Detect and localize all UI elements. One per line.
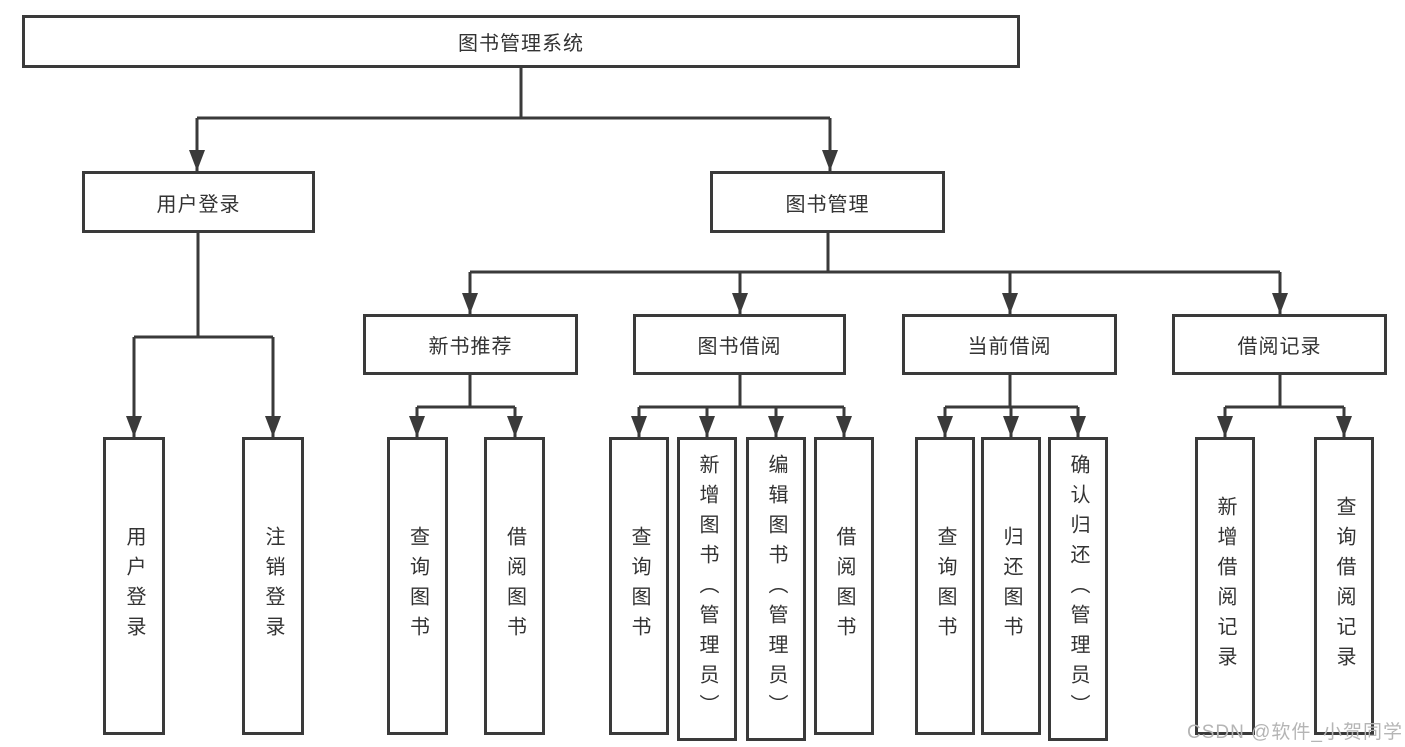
leaf-query-books-recommend-label: 查询图书 <box>406 526 429 646</box>
leaf-query-books-borrowing: 查询图书 <box>609 437 669 735</box>
leaf-add-book-admin-label: 新增图书（管理员） <box>696 454 718 724</box>
node-root: 图书管理系统 <box>22 15 1020 68</box>
node-borrowing-records: 借阅记录 <box>1172 314 1387 375</box>
leaf-user-login: 用户登录 <box>103 437 165 735</box>
leaf-add-borrow-record: 新增借阅记录 <box>1195 437 1255 735</box>
leaf-query-books-borrowing-label: 查询图书 <box>628 526 650 646</box>
leaf-borrow-books-borrowing: 借阅图书 <box>814 437 874 735</box>
node-root-label: 图书管理系统 <box>458 33 584 55</box>
node-current-borrowing: 当前借阅 <box>902 314 1117 375</box>
node-current-borrowing-label: 当前借阅 <box>967 336 1052 358</box>
node-borrowing-records-label: 借阅记录 <box>1237 336 1322 358</box>
csdn-watermark: CSDN @软件_小贺同学 <box>1187 722 1403 743</box>
leaf-query-books-current: 查询图书 <box>915 437 975 735</box>
leaf-return-books: 归还图书 <box>981 437 1041 735</box>
leaf-add-book-admin: 新增图书（管理员） <box>677 437 737 741</box>
leaf-return-books-label: 归还图书 <box>1000 526 1022 646</box>
node-book-management-label: 图书管理 <box>785 193 870 216</box>
leaf-borrow-books-recommend: 借阅图书 <box>484 437 545 735</box>
leaf-logout: 注销登录 <box>242 437 304 735</box>
leaf-logout-label: 注销登录 <box>262 526 284 646</box>
node-user-login-label: 用户登录 <box>156 193 241 216</box>
leaf-confirm-return-admin-label: 确认归还（管理员） <box>1067 454 1089 724</box>
leaf-user-login-label: 用户登录 <box>123 526 145 646</box>
leaf-query-books-recommend: 查询图书 <box>387 437 448 735</box>
leaf-borrow-books-borrowing-label: 借阅图书 <box>833 526 855 646</box>
node-user-login: 用户登录 <box>82 171 315 233</box>
leaf-edit-book-admin: 编辑图书（管理员） <box>746 437 806 741</box>
leaf-edit-book-admin-label: 编辑图书（管理员） <box>765 454 787 724</box>
node-new-book-recommendation-label: 新书推荐 <box>428 336 513 358</box>
node-new-book-recommendation: 新书推荐 <box>363 314 578 375</box>
leaf-confirm-return-admin: 确认归还（管理员） <box>1048 437 1108 741</box>
leaf-add-borrow-record-label: 新增借阅记录 <box>1214 496 1236 676</box>
leaf-borrow-books-recommend-label: 借阅图书 <box>503 526 526 646</box>
node-book-borrowing: 图书借阅 <box>633 314 846 375</box>
leaf-query-borrow-record-label: 查询借阅记录 <box>1333 496 1355 676</box>
node-book-borrowing-label: 图书借阅 <box>697 336 782 358</box>
node-book-management: 图书管理 <box>710 171 945 233</box>
leaf-query-books-current-label: 查询图书 <box>934 526 956 646</box>
leaf-query-borrow-record: 查询借阅记录 <box>1314 437 1374 735</box>
